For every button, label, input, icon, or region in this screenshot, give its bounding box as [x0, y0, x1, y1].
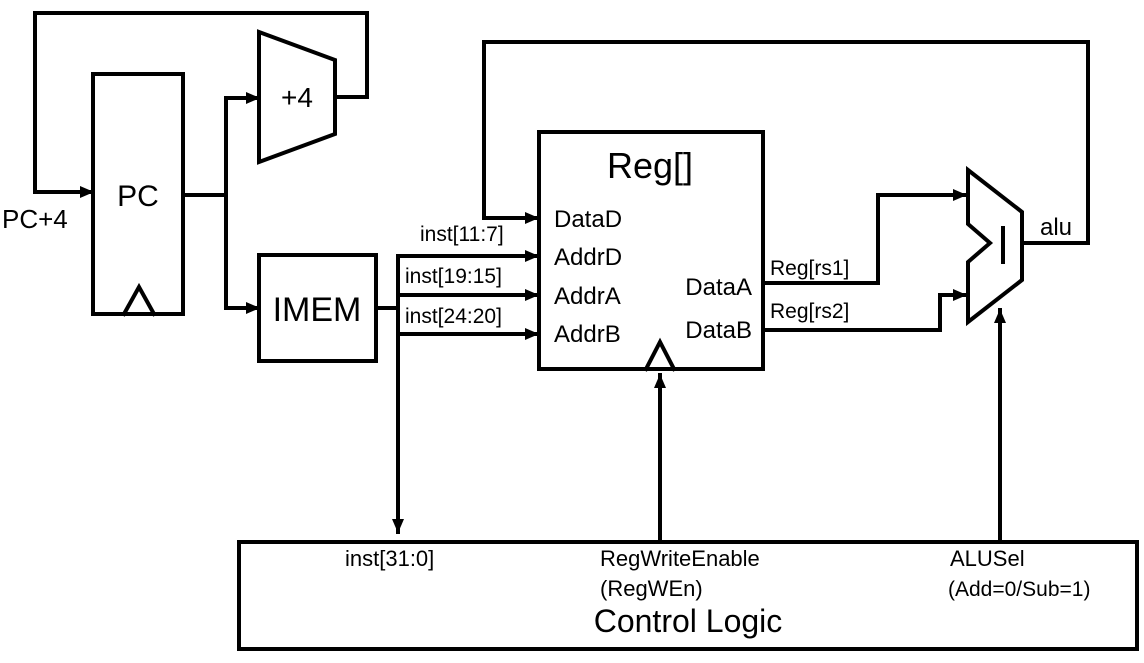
adder-label: +4: [281, 82, 313, 113]
bus-label-rs1-val: Reg[rs1]: [770, 257, 849, 280]
imem-block: [257, 253, 378, 363]
control-alusel-label-1: ALUSel: [950, 546, 1025, 571]
port-addra: AddrA: [554, 283, 621, 310]
bus-label-rs2: inst[24:20]: [405, 305, 502, 328]
port-addrd: AddrD: [554, 244, 622, 271]
port-datab: DataB: [685, 317, 752, 344]
bus-label-rs1: inst[19:15]: [405, 265, 502, 288]
pc-clock-icon: [121, 282, 157, 317]
bus-label-alu: alu: [1040, 214, 1072, 241]
pc-plus4-feedback-wire: [33, 11, 369, 198]
control-regwen-label-1: RegWriteEnable: [600, 546, 760, 571]
bus-label-rs2-val: Reg[rs2]: [770, 300, 849, 323]
control-logic-block: [237, 540, 1139, 651]
pc-input-label: PC+4: [2, 204, 68, 234]
pc-to-adder-wire: [224, 92, 261, 197]
port-addrb: AddrB: [554, 321, 621, 348]
alu-block: [966, 165, 1024, 327]
control-regwen-label-2: (RegWEn): [600, 576, 703, 601]
port-datad: DataD: [554, 206, 622, 233]
regfile-clock-icon: [643, 337, 677, 372]
control-alusel-label-2: (Add=0/Sub=1): [948, 578, 1090, 601]
pc-register: [91, 72, 185, 316]
alu-writeback-wire: [482, 40, 1090, 245]
plus4-adder: [257, 29, 337, 165]
register-file: [537, 130, 765, 371]
imem-label: IMEM: [273, 291, 362, 329]
dataa-to-alu-wire: [761, 189, 968, 285]
pc-label: PC: [117, 180, 159, 213]
control-title: Control Logic: [594, 603, 783, 639]
control-inst-label: inst[31:0]: [345, 546, 434, 571]
datab-to-alu-wire: [761, 289, 968, 332]
bus-label-rd: inst[11:7]: [420, 223, 504, 246]
port-dataa: DataA: [685, 274, 752, 301]
regfile-title: Reg[]: [607, 145, 693, 186]
pc-to-imem-wire: [224, 193, 261, 314]
